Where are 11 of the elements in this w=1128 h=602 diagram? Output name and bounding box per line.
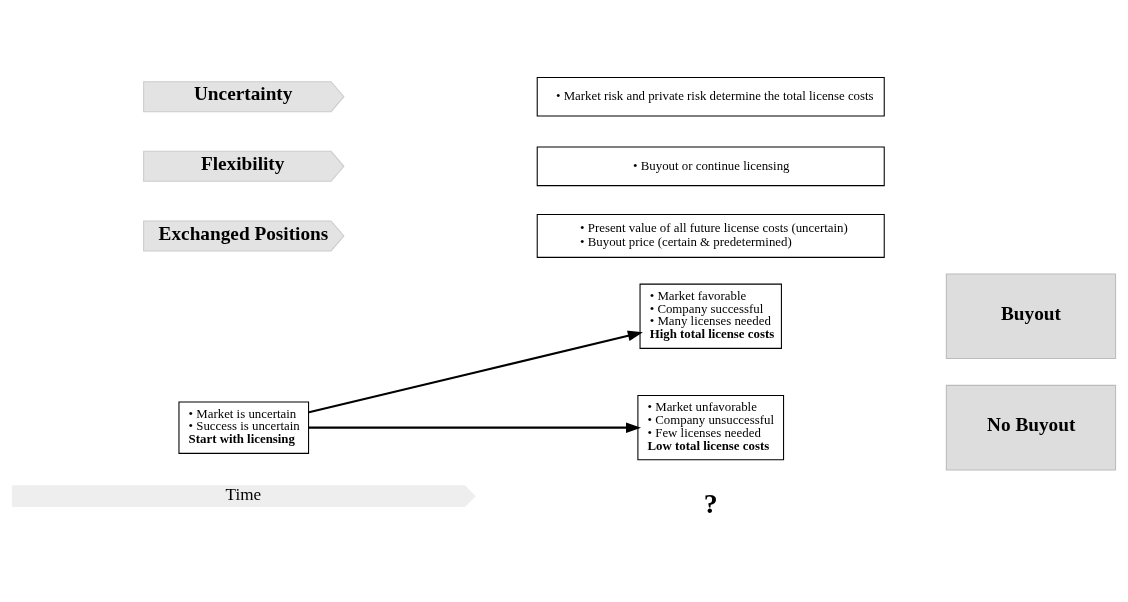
- arrow: [308, 330, 643, 414]
- node-box: • Market is uncertain • Success is uncertain Start with licensing: [178, 401, 310, 454]
- node-box: No Buyout: [945, 384, 1117, 471]
- node-box: • Present value of all future license costs (uncertain) • Buyout price (certain & predetermined): [536, 214, 885, 258]
- node-box: • Market favorable • Company successful • Many licenses needed High total license costs: [639, 283, 782, 349]
- arrow: [309, 422, 642, 433]
- node-box: • Market risk and private risk determine the total license costs: [536, 76, 885, 117]
- node-box: Buyout: [945, 273, 1117, 360]
- node-box: • Buyout or continue licensing: [536, 146, 885, 187]
- node-box: • Market unfavorable • Company unsuccessful • Few licenses needed Low total license costs: [637, 395, 785, 461]
- label: ?: [703, 487, 718, 519]
